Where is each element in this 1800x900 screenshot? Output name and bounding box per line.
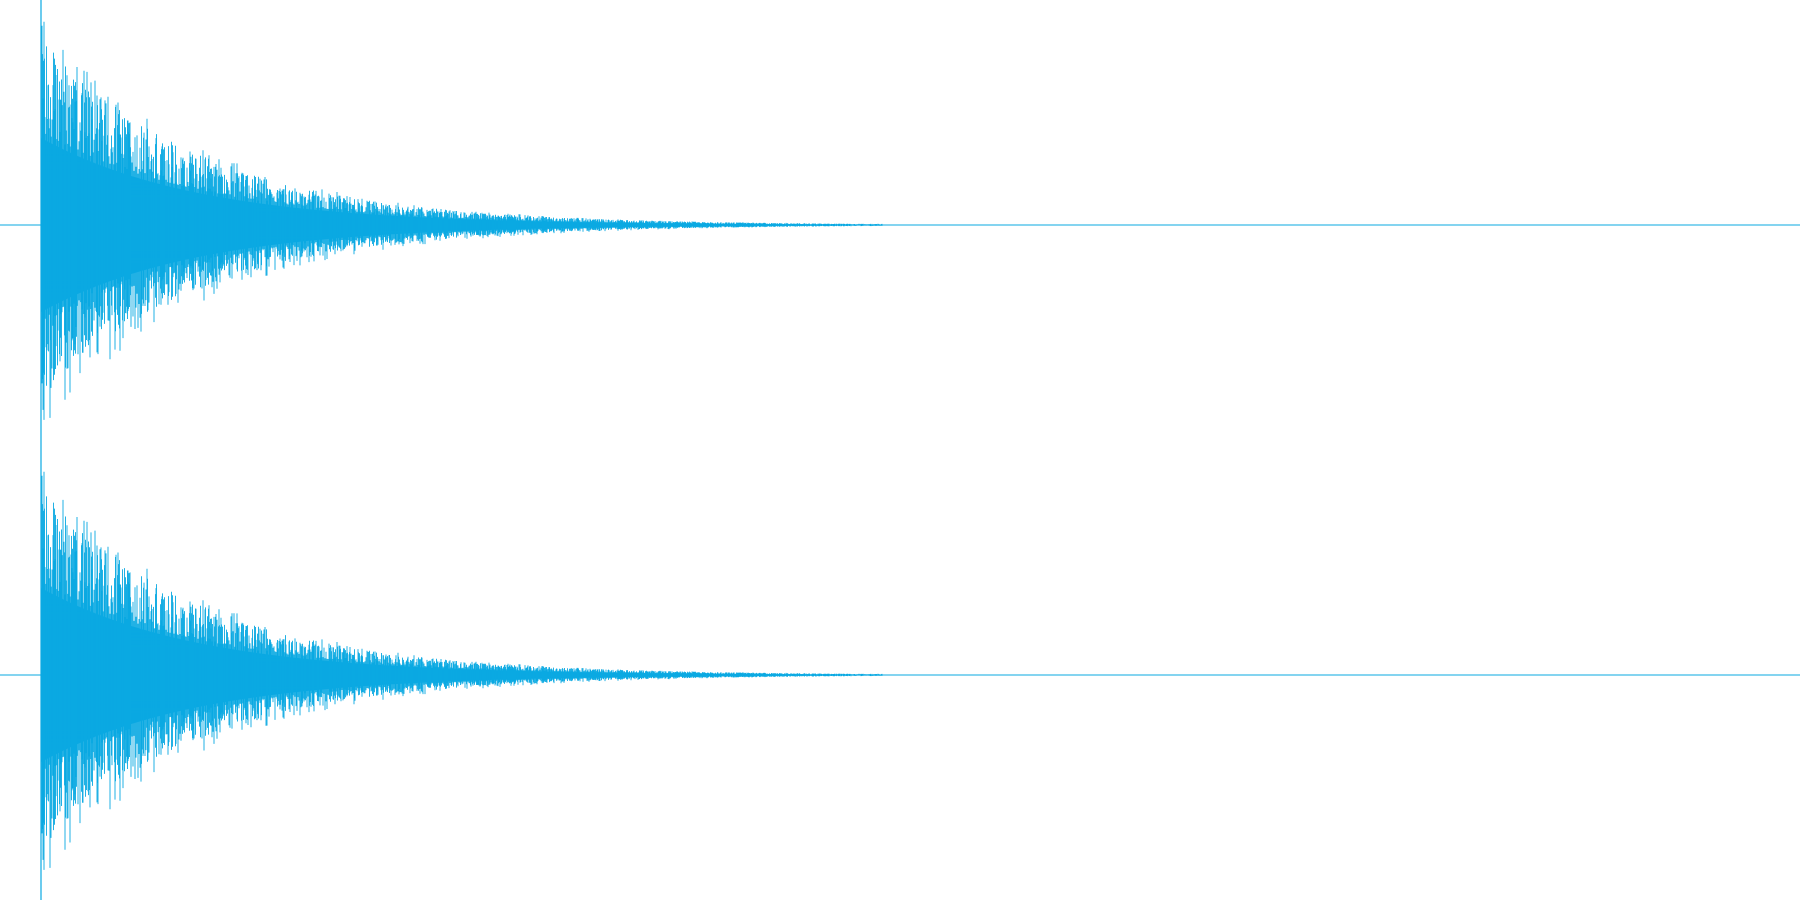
- channel-1-waveform: [0, 21, 1800, 420]
- channel-1-envelope: [41, 137, 882, 313]
- channel-2-envelope: [41, 587, 882, 763]
- channel-2-waveform: [0, 471, 1800, 870]
